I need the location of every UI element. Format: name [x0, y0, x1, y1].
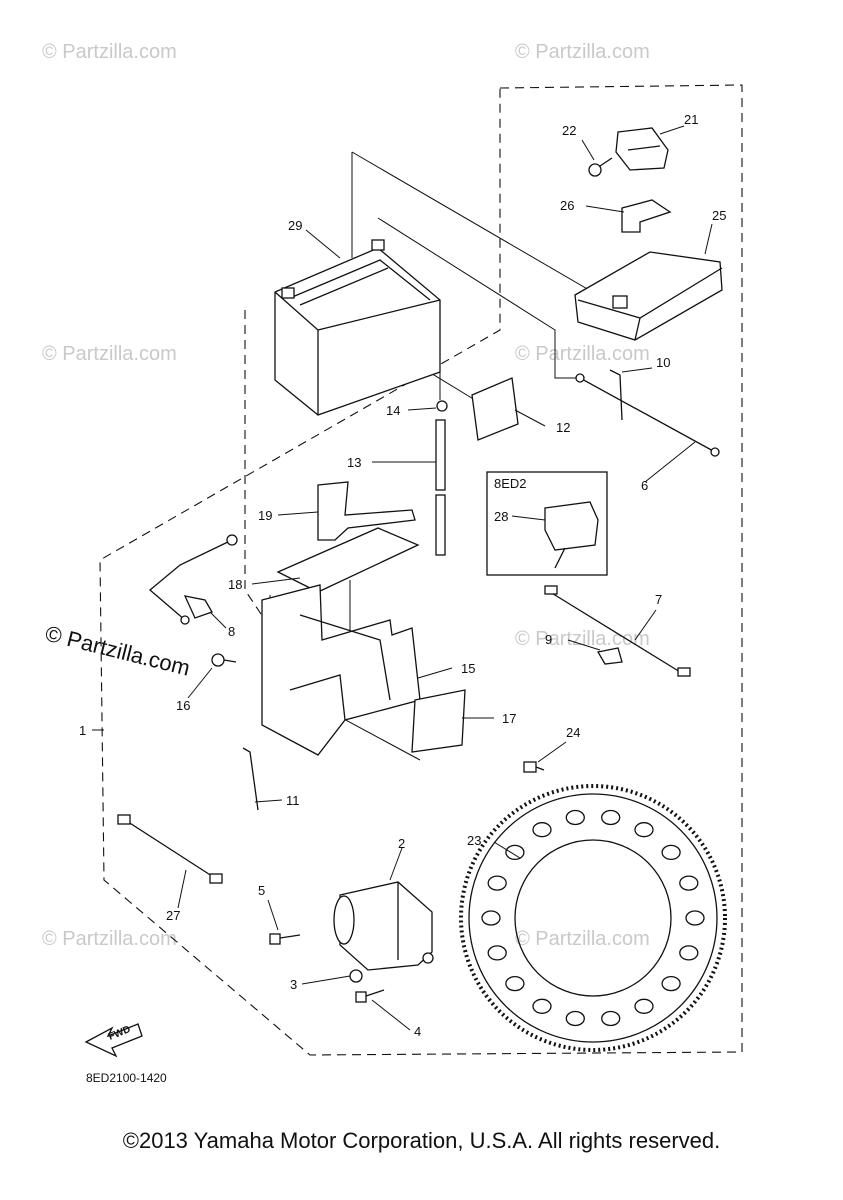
callout-18: 18	[228, 577, 242, 592]
bolt-24-part	[523, 761, 545, 773]
bolt-5-part	[269, 933, 301, 945]
battery-box-part	[261, 584, 421, 756]
watermarks: © Partzilla.com © Partzilla.com © Partzi…	[42, 41, 650, 950]
sprocket-hole	[661, 975, 681, 992]
callout-numbers: 1 2 3 4 5 6 7 8 9 10 11 12 13 14 15 16 1…	[79, 112, 726, 1039]
inset-label: 8ED2	[494, 476, 527, 491]
sprocket-hole	[601, 1010, 621, 1027]
starter-motor-part	[333, 881, 434, 971]
watermark: © Partzilla.com	[515, 928, 650, 950]
watermark: © Partzilla.com	[42, 41, 177, 63]
callout-25: 25	[712, 208, 726, 223]
callout-12: 12	[556, 420, 570, 435]
sprocket-hole	[565, 809, 585, 826]
callout-14: 14	[386, 403, 400, 418]
callout-6: 6	[641, 478, 648, 493]
sprocket-hole	[487, 875, 507, 891]
starter-relay-part	[615, 127, 669, 171]
callout-19: 19	[258, 508, 272, 523]
callout-2: 2	[398, 836, 405, 851]
battery-guide-line	[244, 310, 266, 621]
inset-8ed2: 8ED2	[486, 471, 608, 576]
sheet-18-part	[276, 527, 420, 593]
callout-5: 5	[258, 883, 265, 898]
diagram-code: 8ED2100-1420	[86, 1071, 167, 1085]
nut-3-part	[349, 969, 363, 983]
callout-8: 8	[228, 624, 235, 639]
sprocket-hole	[661, 844, 681, 861]
watermark: © Partzilla.com	[515, 628, 650, 650]
bolt-22-part	[588, 157, 613, 177]
clip-11-part	[242, 747, 259, 811]
callout-9: 9	[545, 632, 552, 647]
sprocket-hole	[505, 975, 525, 992]
sprocket-hole	[679, 945, 699, 961]
callout-17: 17	[502, 711, 516, 726]
sprocket-hole	[532, 822, 552, 838]
lead-6-part	[575, 373, 720, 457]
sprocket-hole	[634, 998, 654, 1014]
copyright-notice: ©2013 Yamaha Motor Corporation, U.S.A. A…	[122, 1128, 721, 1153]
cover-17-part	[411, 689, 466, 753]
callout-24: 24	[566, 725, 580, 740]
callout-26: 26	[560, 198, 574, 213]
sheet-12-part	[471, 377, 519, 441]
breather-hose-part	[435, 400, 448, 556]
bolt-16-part	[211, 653, 237, 667]
clip-9-part	[596, 647, 623, 665]
clamp-8-part	[183, 595, 213, 619]
callout-3: 3	[290, 977, 297, 992]
fwd-arrow: FWD	[84, 1023, 143, 1058]
callout-11: 11	[286, 793, 300, 808]
callout-15: 15	[461, 661, 475, 676]
battery-part	[274, 239, 441, 416]
sprocket-hole	[679, 875, 699, 891]
callout-28: 28	[494, 509, 508, 524]
battery-band-part	[317, 481, 416, 541]
ground-lead-part	[148, 534, 238, 625]
sprocket-23-part	[459, 784, 727, 1052]
callout-21: 21	[684, 112, 698, 127]
callout-27: 27	[166, 908, 180, 923]
callout-16: 16	[176, 698, 190, 713]
partzilla-watermark: © Partzilla.com	[43, 621, 193, 681]
bolt-4-part	[355, 989, 385, 1003]
sprocket-hole	[565, 1010, 585, 1027]
callout-29: 29	[288, 218, 302, 233]
callout-7: 7	[655, 592, 662, 607]
callout-10: 10	[656, 355, 670, 370]
callout-23: 23	[467, 833, 481, 848]
wire-27-part	[117, 814, 223, 884]
callout-22: 22	[562, 123, 576, 138]
callout-13: 13	[347, 455, 361, 470]
sprocket-hole	[532, 998, 552, 1014]
sprocket-hole	[685, 910, 705, 926]
leader-lines	[92, 125, 713, 1031]
callout-4: 4	[414, 1024, 421, 1039]
watermark: © Partzilla.com	[515, 41, 650, 63]
clip-10-part	[609, 369, 623, 421]
sprocket-hole	[505, 844, 525, 861]
relay-cover-part	[574, 251, 723, 341]
watermark: © Partzilla.com	[42, 343, 177, 365]
bracket-26-part	[621, 199, 672, 233]
sprocket-hole	[601, 809, 621, 826]
sprocket-hole	[487, 945, 507, 961]
sprocket-holes	[481, 809, 705, 1027]
callout-1: 1	[79, 723, 86, 738]
watermark: © Partzilla.com	[42, 928, 177, 950]
sprocket-hole	[634, 822, 654, 838]
lead-7-part	[544, 585, 691, 677]
sprocket-hole	[481, 910, 501, 926]
watermark: © Partzilla.com	[515, 343, 650, 365]
